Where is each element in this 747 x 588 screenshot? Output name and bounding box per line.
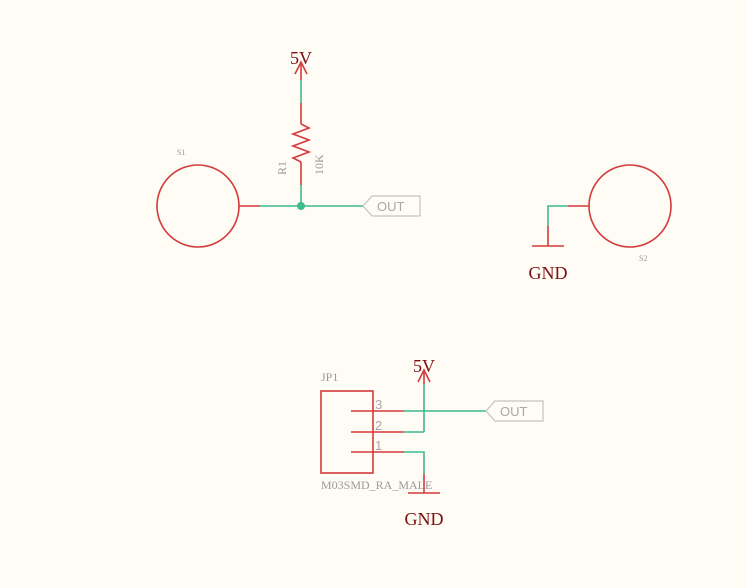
ground-bottom-label: GND bbox=[405, 509, 444, 529]
ground-bottom: GND bbox=[405, 474, 444, 529]
wire-s2-to-gnd bbox=[547, 205, 568, 226]
supply-5v-top: 5V bbox=[290, 48, 312, 80]
net-label-out-bottom-text: OUT bbox=[500, 404, 528, 419]
resistor-r1: R1 10K bbox=[275, 103, 326, 185]
ground-right: GND bbox=[529, 226, 568, 283]
connector-pin-3-label: 3 bbox=[375, 397, 382, 412]
junction-dot bbox=[297, 202, 305, 210]
switch-s1: S1 bbox=[156, 148, 260, 248]
connector-pin-1-label: 1 bbox=[375, 438, 382, 453]
switch-s1-name: S1 bbox=[177, 148, 185, 157]
supply-5v-top-label: 5V bbox=[290, 48, 312, 68]
net-label-out-bottom: OUT bbox=[485, 400, 544, 422]
supply-5v-bottom-label: 5V bbox=[413, 356, 435, 376]
switch-s2-name: S2 bbox=[639, 254, 647, 263]
ground-right-label: GND bbox=[529, 263, 568, 283]
connector-pin-2-label: 2 bbox=[375, 418, 382, 433]
net-label-out-top-text: OUT bbox=[377, 199, 405, 214]
connector-jp1-name: JP1 bbox=[321, 370, 338, 384]
connector-jp1: JP1 M03SMD_RA_MALE 3 2 1 bbox=[320, 370, 432, 492]
resistor-r1-name: R1 bbox=[275, 161, 289, 175]
resistor-r1-value: 10K bbox=[312, 154, 326, 175]
switch-s2: S2 bbox=[568, 164, 672, 263]
wire-pin1-to-gnd bbox=[404, 451, 425, 474]
connector-jp1-part: M03SMD_RA_MALE bbox=[321, 478, 432, 492]
supply-5v-bottom: 5V bbox=[413, 356, 435, 384]
net-label-out-top: OUT bbox=[362, 195, 421, 217]
